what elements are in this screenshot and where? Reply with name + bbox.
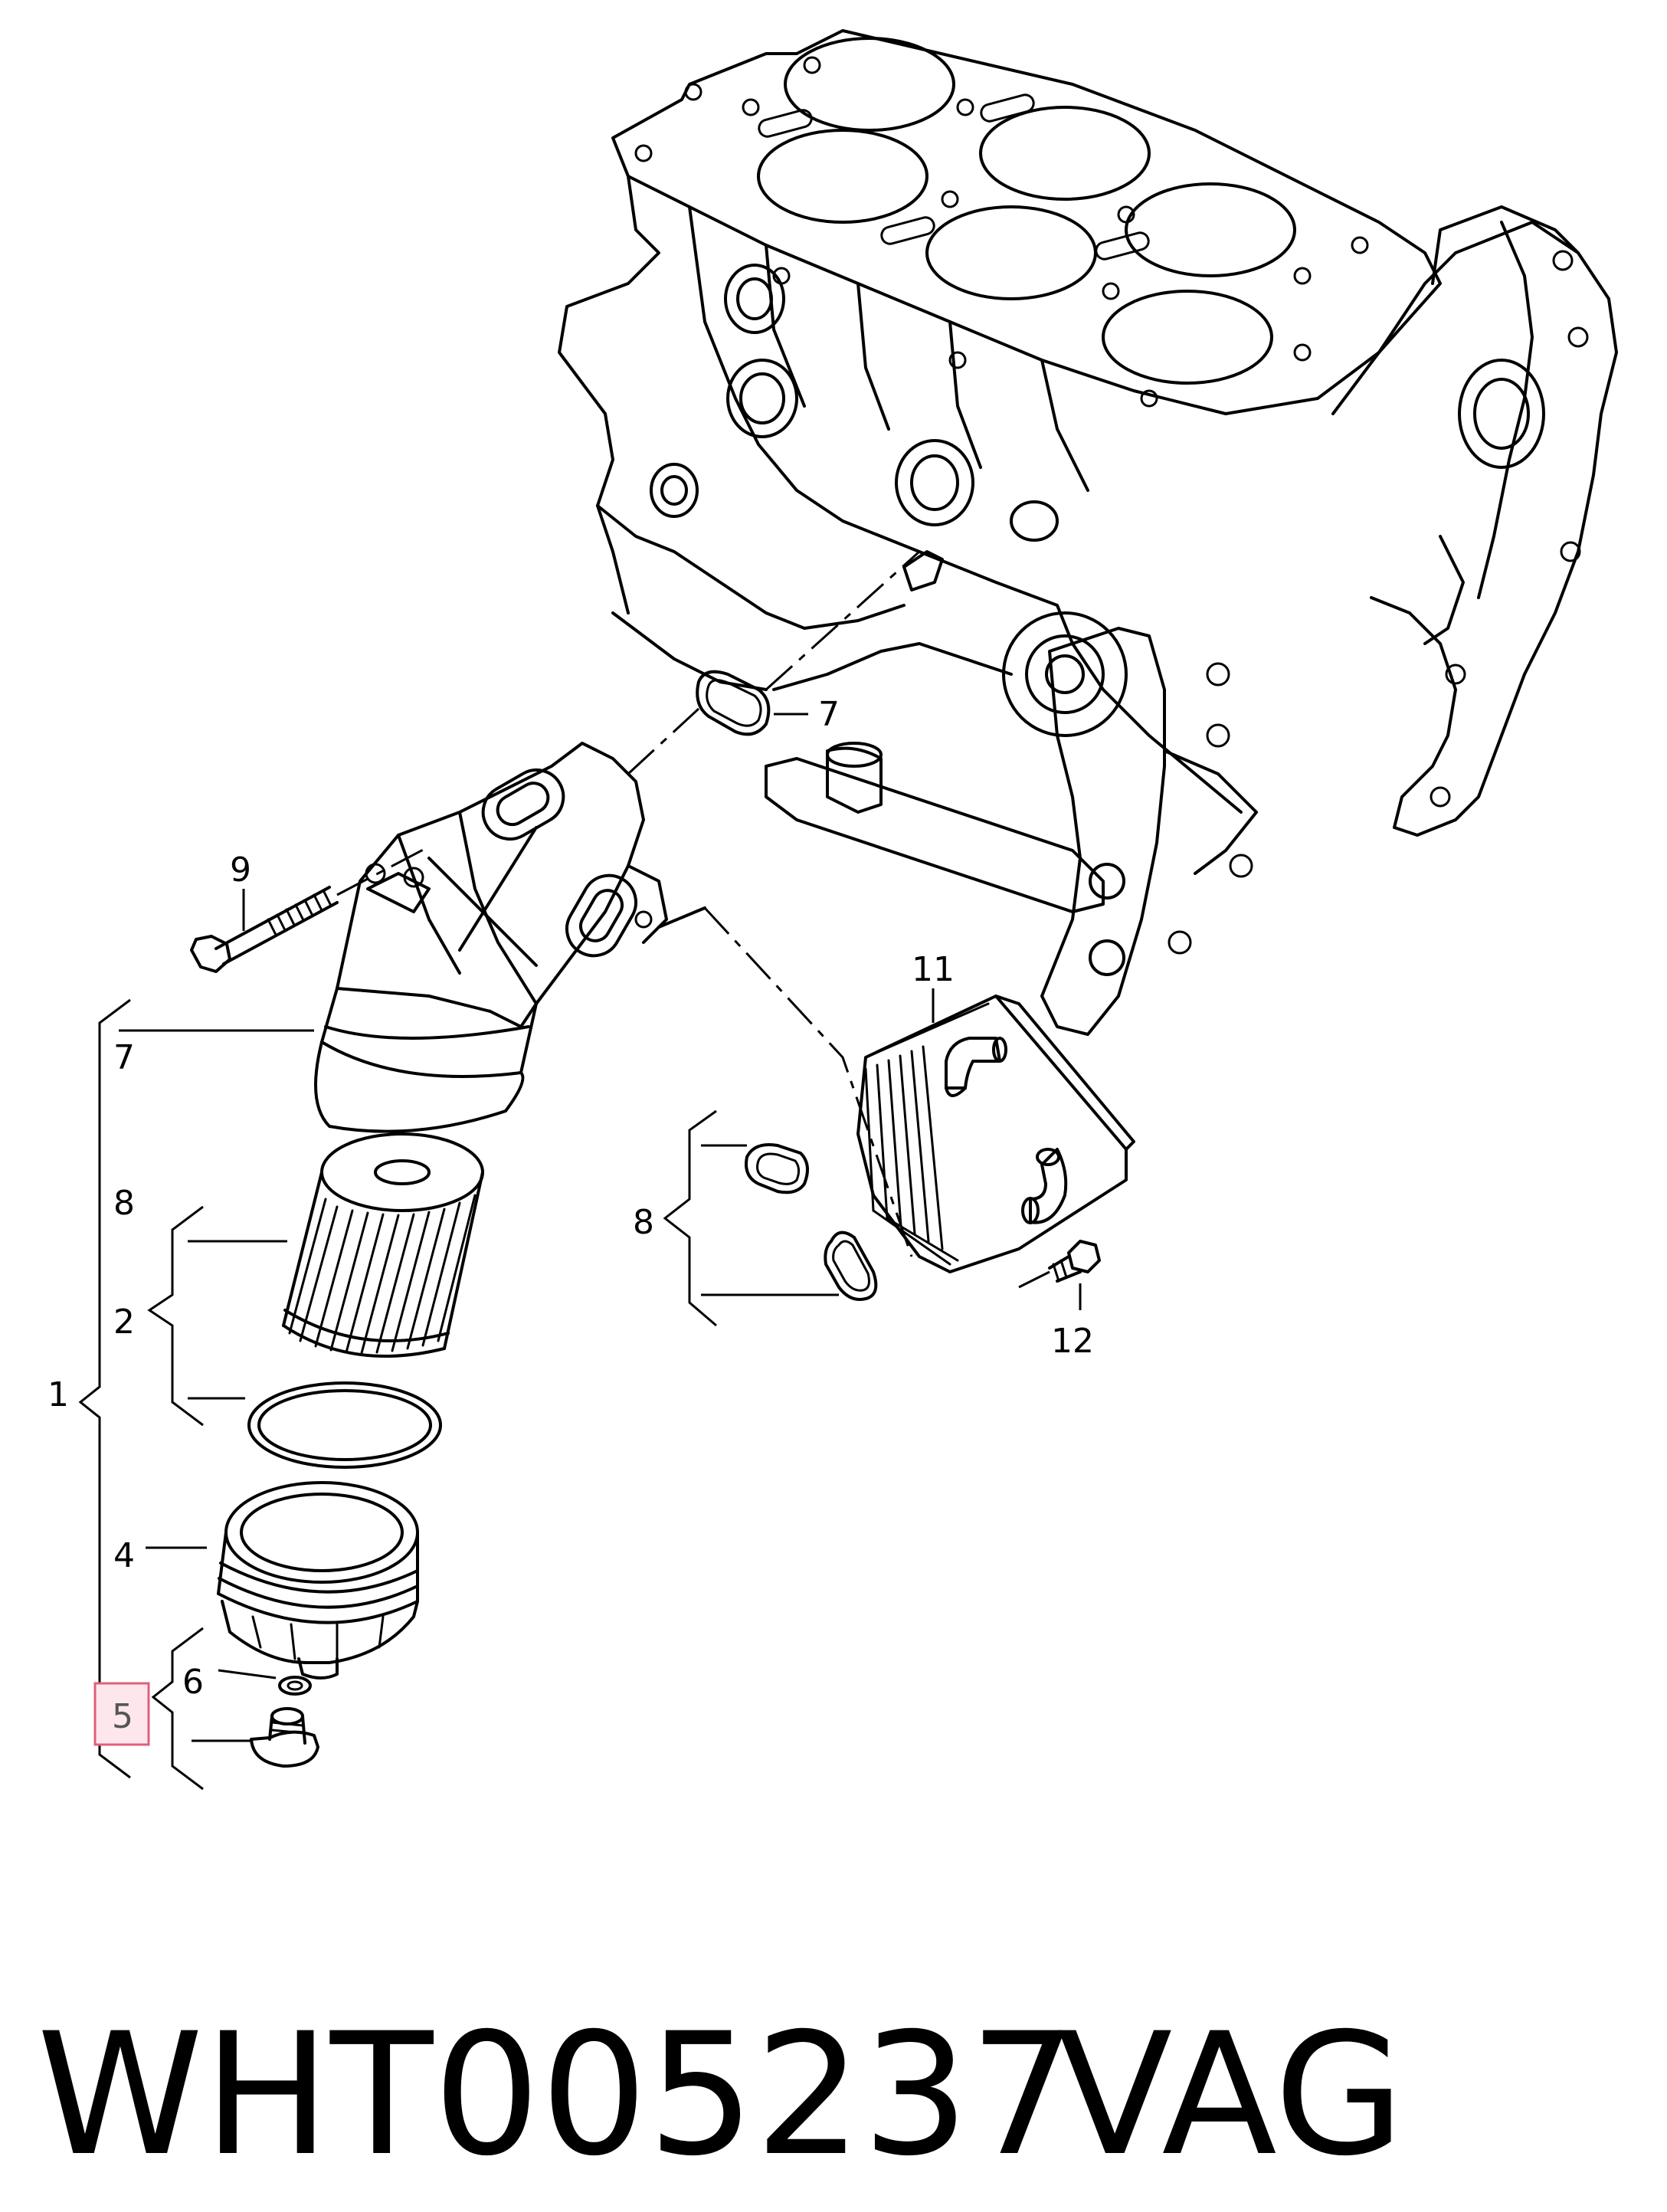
drain-plug-washer	[278, 1676, 312, 1696]
assembly-line-gasket	[627, 550, 921, 775]
cooler-seal-lower	[824, 1231, 878, 1301]
callout-4: 4	[113, 1536, 135, 1575]
housing-gasket	[696, 670, 771, 736]
assembly-line-cooler	[703, 906, 913, 1257]
oil-filter-housing	[314, 742, 668, 1133]
callout-6: 6	[182, 1663, 204, 1702]
part-number: WHT005237	[37, 1997, 1076, 2193]
callout-labels: 1 7 8 2 4 6 5 9 7 11 8 12	[47, 695, 1094, 1746]
oil-cooler	[856, 995, 1135, 1273]
callout-9: 9	[230, 850, 251, 890]
callout-8-right: 8	[633, 1203, 654, 1242]
cooler-screw	[1018, 1240, 1101, 1289]
callout-8-left: 8	[113, 1184, 135, 1223]
callout-12: 12	[1051, 1322, 1094, 1361]
callout-1: 1	[47, 1375, 69, 1414]
callout-5-highlight-box	[93, 1682, 150, 1746]
leader-lines	[78, 713, 1082, 1791]
filter-o-ring	[247, 1381, 442, 1469]
callout-2: 2	[113, 1303, 135, 1342]
callout-7-top: 7	[818, 695, 840, 734]
drain-plug	[250, 1707, 319, 1768]
brand-name: VAG	[1057, 1997, 1405, 2193]
oil-filter-element	[282, 1132, 484, 1358]
cooler-seal-upper	[745, 1143, 809, 1194]
engine-block	[558, 29, 1618, 1036]
callout-11: 11	[912, 950, 955, 989]
callout-7-left: 7	[113, 1038, 135, 1077]
callout-5: 5	[112, 1697, 133, 1736]
housing-bolt	[190, 845, 430, 973]
oil-filter-cap	[217, 1481, 419, 1679]
